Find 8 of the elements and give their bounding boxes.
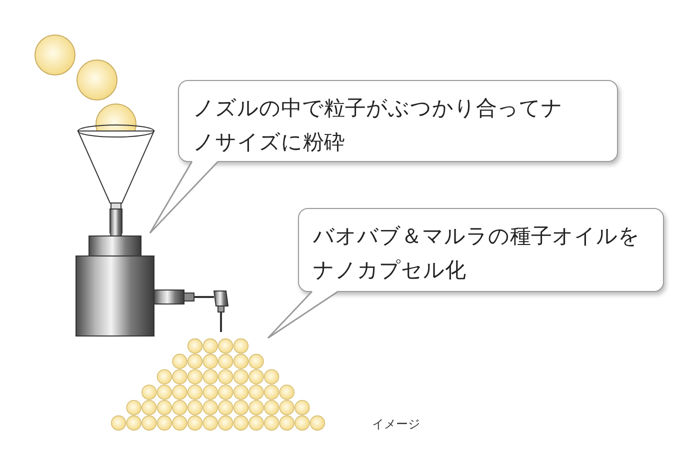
callout-text: バオバブ＆マルラの種子オイルをナノカプセル化: [313, 223, 641, 284]
speech-bubble: [298, 208, 664, 292]
callout-text: ノズルの中で粒子がぶつかり合ってナノサイズに粉砕: [193, 95, 563, 156]
caption-text: イメージ: [372, 416, 420, 433]
nanoparticle-pile-drawing: [108, 338, 328, 432]
speech-bubble: [178, 80, 618, 162]
callout-pointer: [149, 160, 219, 234]
callout-pointer: [267, 290, 338, 339]
